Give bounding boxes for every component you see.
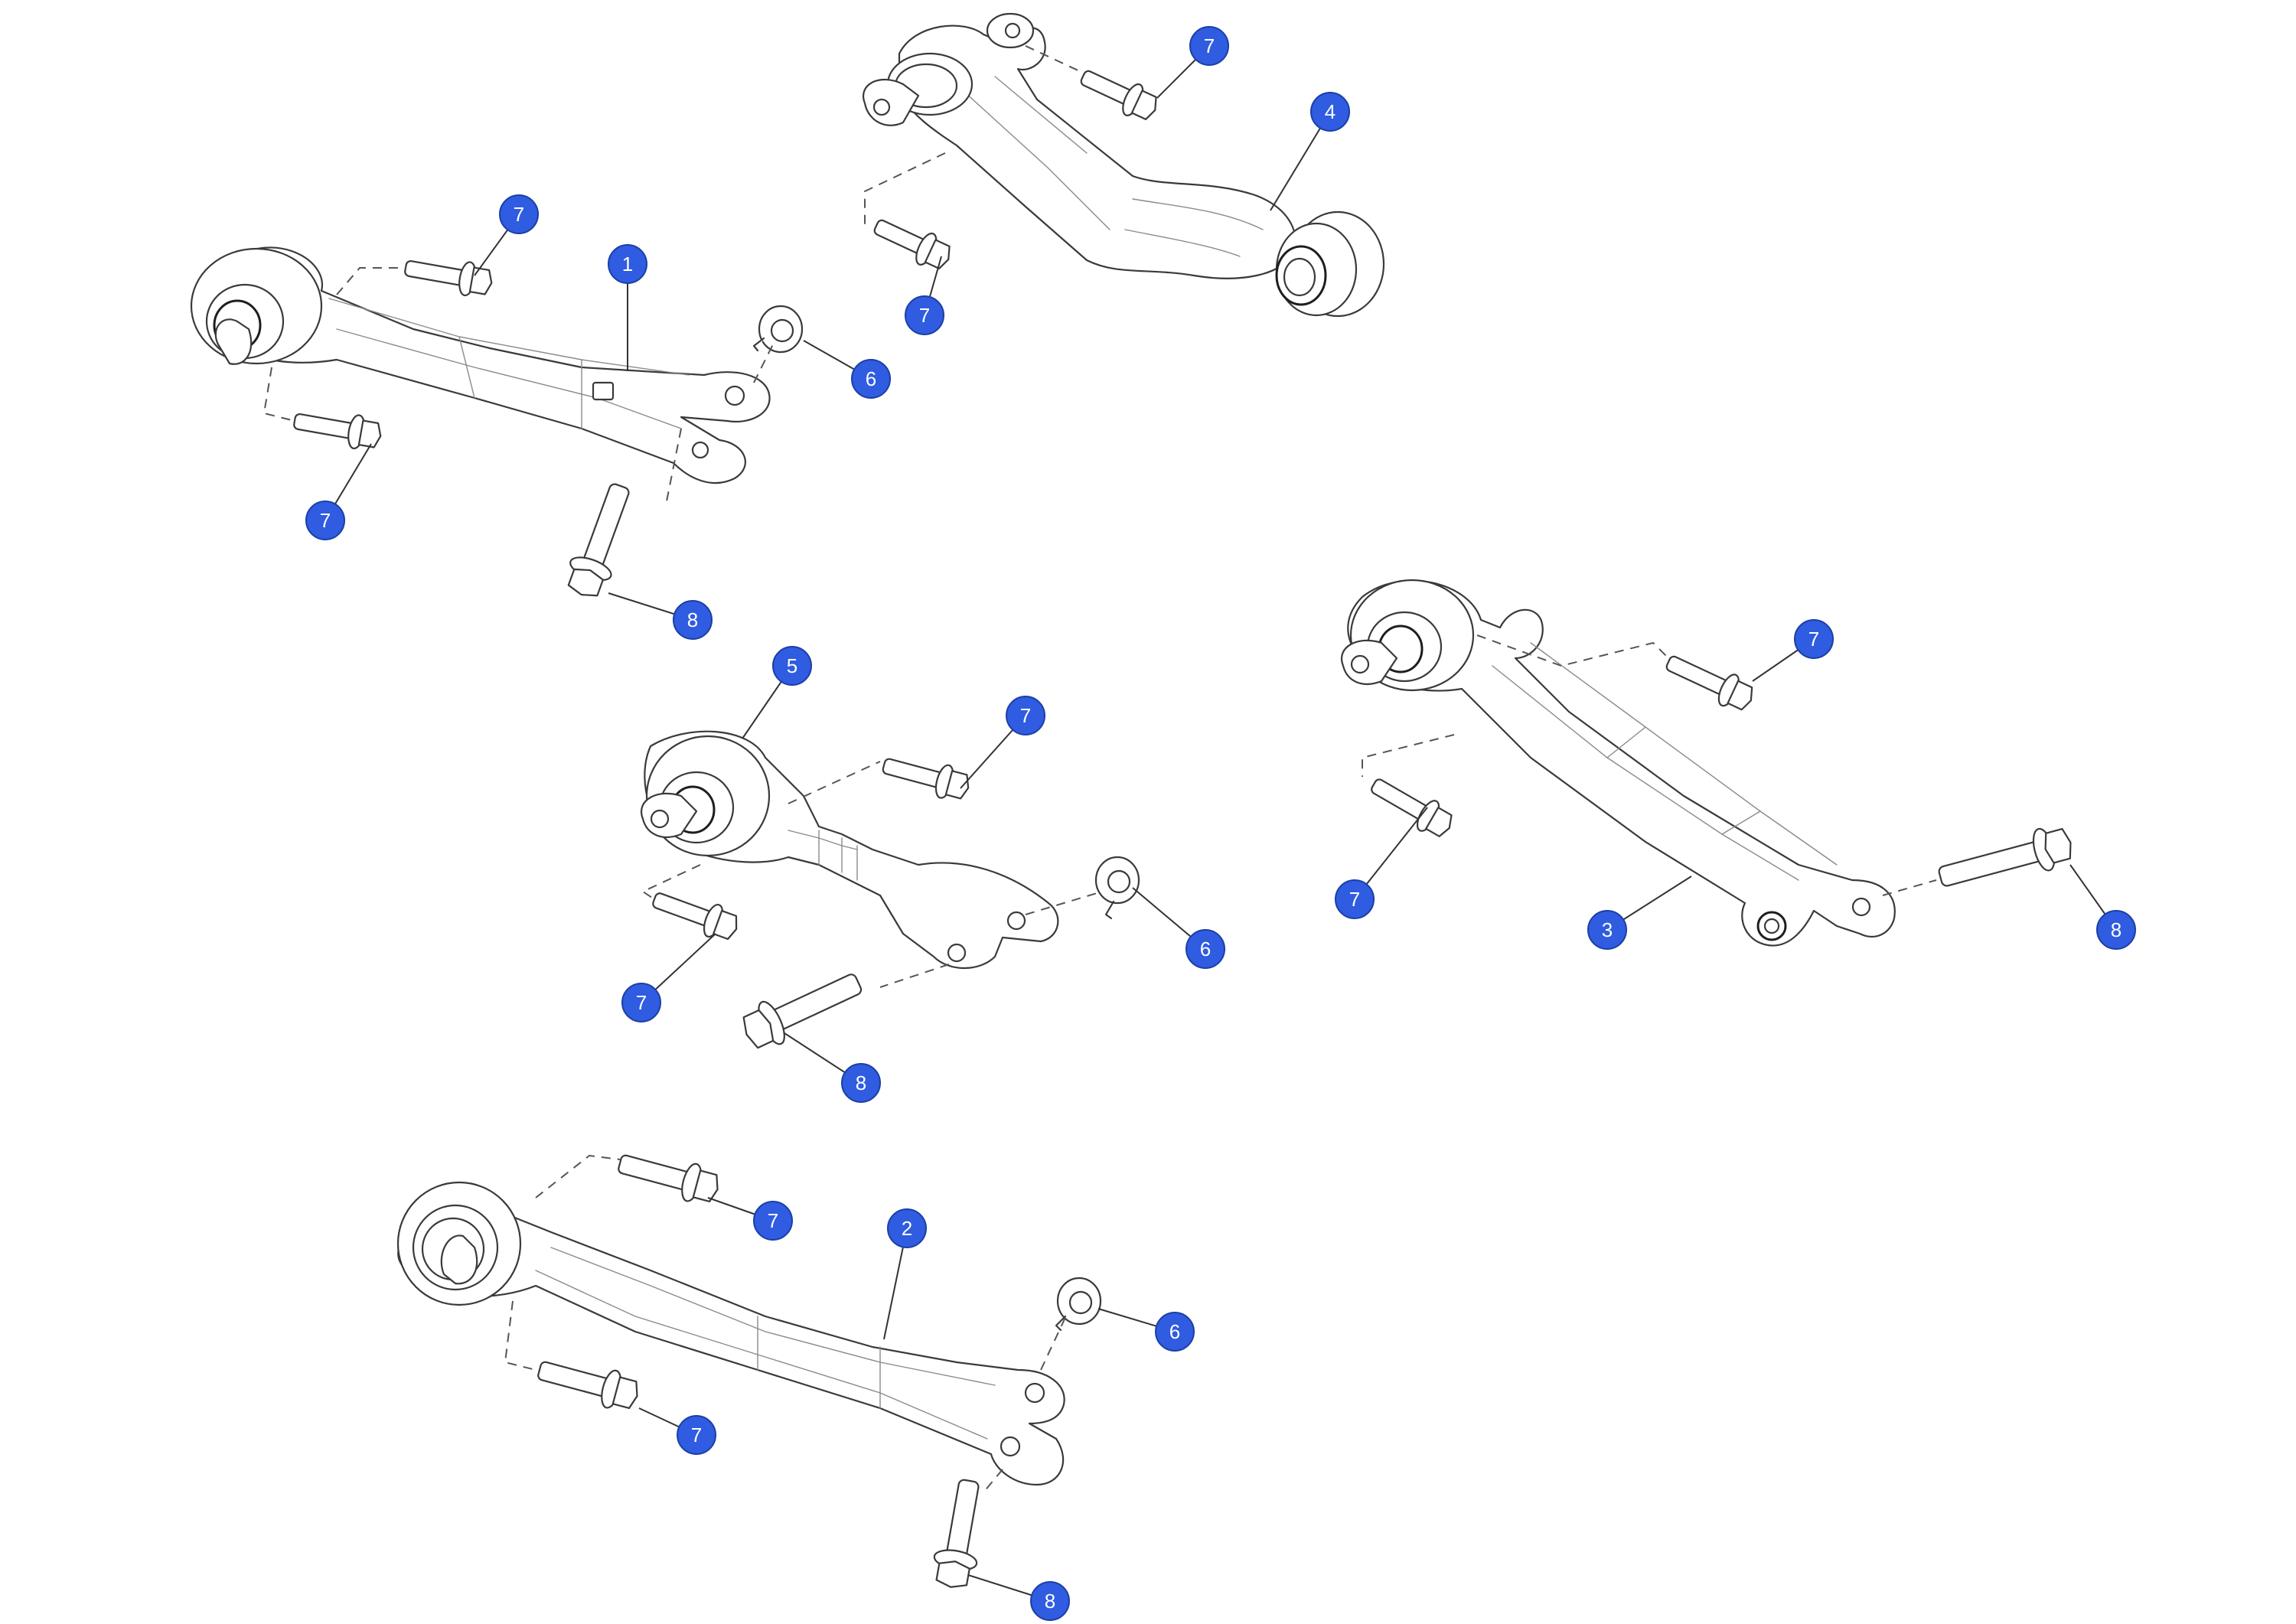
svg-text:7: 7 [1204, 34, 1215, 57]
svg-text:7: 7 [1020, 704, 1031, 727]
callout-8[interactable]: 8 [841, 1063, 881, 1103]
callout-8[interactable]: 8 [2096, 910, 2136, 950]
callout-5[interactable]: 5 [772, 646, 812, 686]
callout-7[interactable]: 7 [1335, 879, 1375, 919]
callout-1[interactable]: 1 [608, 244, 647, 284]
control-arm-1 [190, 246, 771, 484]
svg-text:8: 8 [856, 1071, 866, 1094]
svg-text:7: 7 [691, 1423, 702, 1446]
callout-6[interactable]: 6 [1186, 929, 1225, 969]
svg-text:7: 7 [320, 509, 331, 532]
leader-lines [325, 45, 2117, 1602]
bolt-8 [742, 973, 863, 1049]
svg-text:7: 7 [768, 1209, 778, 1232]
assembly-lines [263, 45, 1937, 1493]
svg-text:7: 7 [636, 991, 647, 1014]
svg-text:7: 7 [919, 304, 930, 327]
svg-text:4: 4 [1325, 100, 1336, 123]
svg-text:1: 1 [622, 253, 633, 276]
callout-2[interactable]: 2 [887, 1208, 927, 1248]
bolt-8 [933, 1479, 980, 1588]
bolt-7 [537, 1361, 638, 1410]
svg-text:6: 6 [1200, 938, 1211, 960]
bolt-7 [1371, 778, 1453, 837]
bolt-7 [618, 1154, 719, 1203]
callout-7[interactable]: 7 [753, 1201, 793, 1241]
svg-text:7: 7 [1349, 888, 1360, 911]
callout-6[interactable]: 6 [851, 359, 891, 399]
bolt-8 [1938, 827, 2072, 887]
control-arm-3 [1341, 579, 1896, 947]
bolt-7-group [293, 70, 1753, 1410]
callout-7[interactable]: 7 [1794, 619, 1834, 659]
bolt-7 [1080, 70, 1157, 121]
callout-7[interactable]: 7 [905, 295, 944, 335]
callout-8[interactable]: 8 [673, 600, 713, 640]
cam-washer-6 [752, 305, 804, 354]
svg-text:5: 5 [787, 654, 797, 677]
callout-8[interactable]: 8 [1030, 1581, 1070, 1621]
svg-text:6: 6 [1169, 1320, 1180, 1343]
callout-7[interactable]: 7 [499, 194, 539, 234]
control-arm-2 [396, 1181, 1065, 1486]
bolt-7 [652, 892, 738, 941]
callout-4[interactable]: 4 [1310, 92, 1350, 132]
svg-text:7: 7 [1808, 628, 1819, 651]
callout-6[interactable]: 6 [1155, 1312, 1195, 1352]
svg-text:3: 3 [1602, 918, 1613, 941]
callout-7[interactable]: 7 [621, 983, 661, 1022]
svg-text:8: 8 [687, 608, 698, 631]
cam-washer-6-group [752, 305, 1140, 1332]
svg-text:8: 8 [1045, 1590, 1055, 1613]
bolt-7 [404, 260, 493, 297]
bolt-7 [293, 413, 382, 450]
svg-text:2: 2 [902, 1217, 912, 1240]
callout-7[interactable]: 7 [305, 501, 345, 540]
control-arm-5 [641, 730, 1059, 970]
bolt-7 [882, 758, 970, 800]
svg-text:6: 6 [866, 367, 876, 390]
svg-text:7: 7 [514, 203, 524, 226]
callout-3[interactable]: 3 [1587, 910, 1627, 950]
bolt-8-group [567, 483, 2072, 1588]
bolt-7 [873, 219, 951, 270]
control-arm-4 [863, 12, 1385, 318]
cam-washer-6 [1094, 856, 1140, 920]
cam-washer-6 [1055, 1277, 1102, 1332]
callout-7[interactable]: 7 [677, 1415, 716, 1455]
callout-7[interactable]: 7 [1189, 26, 1229, 66]
callouts: 1 2 3 4 5 6 6 6 7 7 7 7 7 7 7 7 7 7 8 8 … [305, 26, 2136, 1621]
bolt-7 [1665, 655, 1753, 711]
svg-text:8: 8 [2111, 918, 2122, 941]
callout-7[interactable]: 7 [1006, 696, 1045, 735]
bolt-8 [567, 483, 630, 597]
